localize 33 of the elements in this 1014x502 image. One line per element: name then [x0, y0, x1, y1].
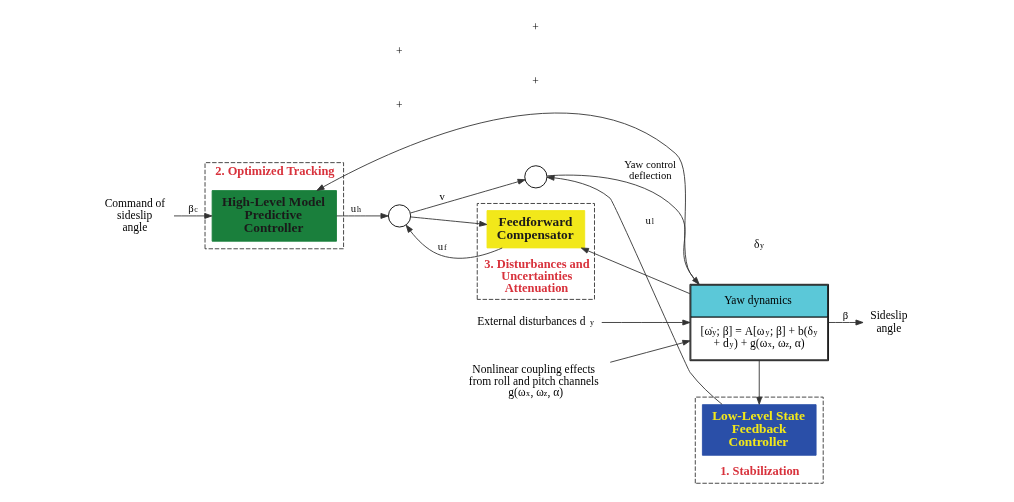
node-box: Feedforward Compensator: [486, 210, 586, 249]
arrow: [410, 178, 526, 214]
arrow: [756, 360, 763, 405]
label: +: [395, 98, 403, 111]
edge-label: uf: [437, 241, 447, 253]
arrow: [336, 213, 389, 219]
arrow: [173, 213, 213, 219]
arrow: [601, 319, 691, 326]
arrow: [828, 319, 864, 326]
node-circle: [388, 204, 412, 228]
edge-label: v: [439, 191, 445, 203]
label: +: [532, 20, 539, 33]
arrow: [609, 339, 691, 363]
arrow: [316, 112, 699, 285]
edge-label: βc: [188, 203, 198, 215]
label: +: [395, 44, 403, 57]
edge-label: uh: [350, 203, 361, 215]
edge-label: β: [842, 310, 849, 322]
label: +: [532, 74, 539, 87]
label: δy: [753, 238, 765, 251]
node-circle: [524, 165, 548, 189]
node-text: Nonlinear coupling effects from roll and pitch channels g(ωx, ωz, α): [468, 363, 599, 399]
edge-label: Yaw control deflection: [624, 158, 677, 182]
node-box: High-Level Model Predictive Controller: [211, 190, 337, 242]
arrow: [580, 247, 691, 295]
arrow: [546, 174, 723, 405]
node-text: Sideslip angle: [870, 309, 908, 334]
arrow: [410, 216, 488, 227]
edge-label: ul: [645, 215, 654, 227]
node-text: Command of sideslip angle: [104, 196, 166, 234]
node-box: Low-Level State Feedback Controller: [701, 404, 817, 456]
arrow: [405, 224, 503, 259]
arrow: [546, 174, 700, 285]
